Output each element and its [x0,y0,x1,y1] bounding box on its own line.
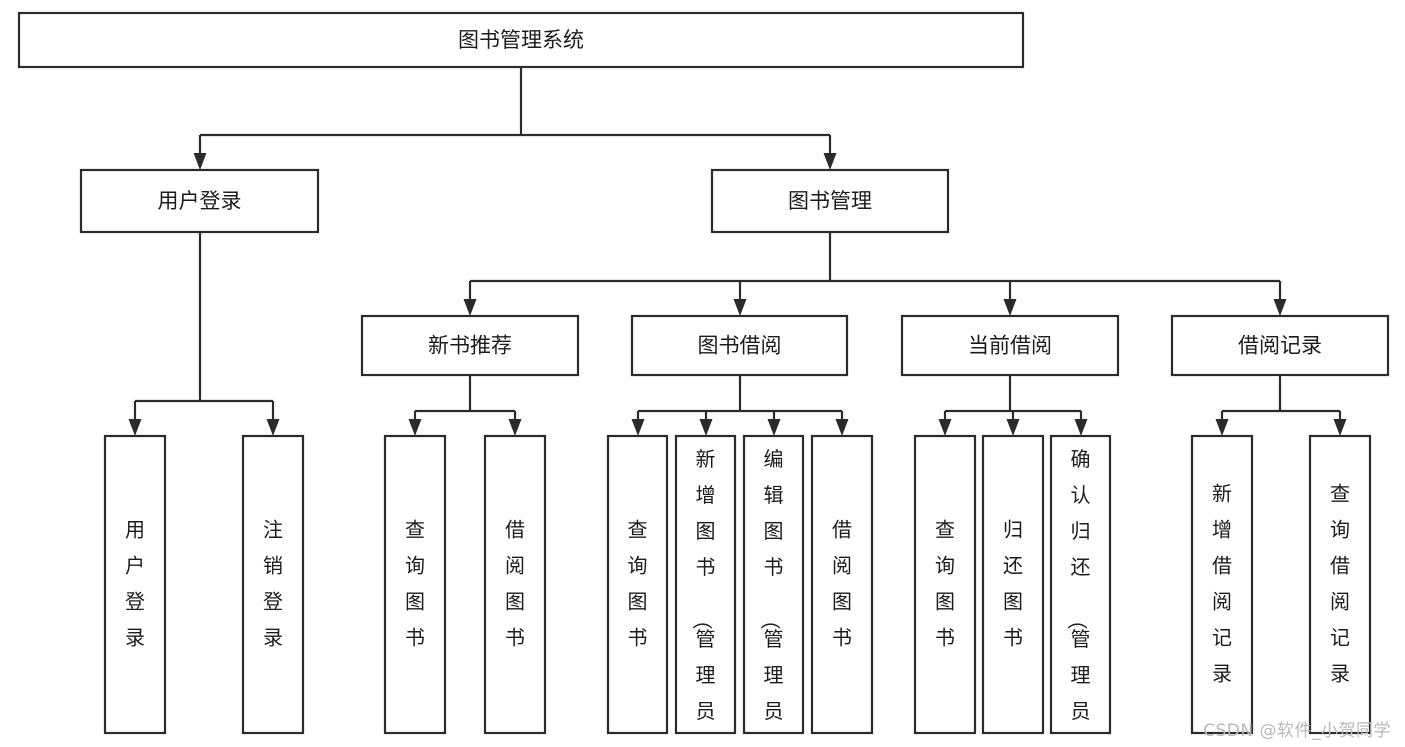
node-box-user-login[interactable] [79,168,320,234]
arrow-head-icon [1006,419,1020,436]
node-leaf-borrow-book-rec[interactable]: 借阅图书 [483,434,547,735]
connector-group-borrow-record [1215,375,1347,436]
node-label-leaf-return-book: 归还图书 [1003,517,1023,649]
node-label-leaf-add-book: 新增图书（管理员） [691,447,716,747]
node-box-new-book-rec[interactable] [360,314,580,377]
arrow-head-icon [1273,299,1287,316]
arrow-head-icon [733,299,747,316]
node-label-leaf-query-book-borrow: 查询图书 [628,517,648,649]
node-label-leaf-borrow-book-rec: 借阅图书 [505,517,525,649]
arrow-head-icon [938,419,952,436]
node-book-borrow[interactable]: 图书借阅 [630,314,849,377]
arrow-head-icon [1003,299,1017,316]
node-label-leaf-confirm-return: 确认归还（管理员） [1066,447,1091,747]
connector-group-root [193,67,837,170]
node-box-leaf-borrow-book[interactable] [810,434,874,735]
node-user-login[interactable]: 用户登录 [79,168,320,234]
node-label-borrow-record: 借阅记录 [1238,334,1322,358]
node-box-leaf-borrow-book-rec[interactable] [483,434,547,735]
arrow-head-icon [408,419,422,436]
node-current-borrow[interactable]: 当前借阅 [900,314,1120,377]
node-label-book-manage: 图书管理 [788,189,872,213]
node-box-current-borrow[interactable] [900,314,1120,377]
node-box-leaf-logout[interactable] [241,434,305,735]
node-box-leaf-user-login[interactable] [103,434,167,735]
node-root[interactable]: 图书管理系统 [17,11,1025,69]
node-label-book-borrow: 图书借阅 [698,334,782,358]
node-leaf-add-book[interactable]: 新增图书（管理员） [674,434,737,747]
connector-group-user-login [128,232,280,436]
node-leaf-query-book-cur[interactable]: 查询图书 [913,434,977,735]
node-label-current-borrow: 当前借阅 [968,334,1052,358]
node-borrow-record[interactable]: 借阅记录 [1170,314,1390,377]
node-leaf-user-login[interactable]: 用户登录 [103,434,167,735]
arrow-head-icon [767,419,781,436]
node-label-leaf-add-record: 新增借阅记录 [1212,481,1232,685]
arrow-head-icon [463,299,477,316]
arrow-head-icon [1215,419,1229,436]
node-leaf-query-book-rec[interactable]: 查询图书 [383,434,447,735]
node-label-leaf-borrow-book: 借阅图书 [832,517,852,649]
connector-group-new-book-rec [408,375,522,436]
node-label-leaf-query-book-rec: 查询图书 [405,517,425,649]
node-box-leaf-edit-book[interactable] [742,434,805,735]
node-box-leaf-confirm-return[interactable] [1049,434,1112,735]
node-label-new-book-rec: 新书推荐 [428,334,512,358]
arrow-head-icon [699,419,713,436]
node-label-leaf-query-record: 查询借阅记录 [1330,481,1350,685]
arrow-head-icon [266,419,280,436]
arrow-head-icon [1333,419,1347,436]
arrow-head-icon [128,419,142,436]
node-box-book-borrow[interactable] [630,314,849,377]
node-box-leaf-add-book[interactable] [674,434,737,735]
node-label-leaf-edit-book: 编辑图书（管理员） [759,447,784,747]
arrow-head-icon [1074,419,1088,436]
node-box-book-manage[interactable] [710,168,950,234]
connector-group-book-manage [463,232,1287,316]
arrow-head-icon [823,153,837,170]
node-label-user-login: 用户登录 [158,189,242,213]
node-label-leaf-user-login: 用户登录 [125,517,145,649]
node-leaf-borrow-book[interactable]: 借阅图书 [810,434,874,735]
arrow-head-icon [193,153,207,170]
node-leaf-add-record[interactable]: 新增借阅记录 [1190,434,1254,735]
node-label-leaf-query-book-cur: 查询图书 [935,517,955,649]
node-box-leaf-query-book-borrow[interactable] [606,434,669,735]
arrow-head-icon [631,419,645,436]
node-leaf-confirm-return[interactable]: 确认归还（管理员） [1049,434,1112,747]
node-leaf-return-book[interactable]: 归还图书 [981,434,1045,735]
arrow-head-icon [835,419,849,436]
node-box-leaf-query-book-cur[interactable] [913,434,977,735]
connector-group-current-borrow [938,375,1088,436]
node-box-root[interactable] [17,11,1025,69]
node-leaf-edit-book[interactable]: 编辑图书（管理员） [742,434,805,747]
node-label-root: 图书管理系统 [458,28,584,52]
node-book-manage[interactable]: 图书管理 [710,168,950,234]
csdn-watermark: CSDN @软件_小贺同学 [1203,721,1391,741]
connector-layer [128,67,1347,436]
connector-group-book-borrow [631,375,849,436]
node-new-book-rec[interactable]: 新书推荐 [360,314,580,377]
node-box-leaf-query-record[interactable] [1308,434,1372,735]
node-leaf-query-record[interactable]: 查询借阅记录 [1308,434,1372,735]
node-box-leaf-add-record[interactable] [1190,434,1254,735]
arrow-head-icon [508,419,522,436]
node-box-leaf-return-book[interactable] [981,434,1045,735]
node-layer: 图书管理系统用户登录图书管理新书推荐图书借阅当前借阅借阅记录用户登录注销登录查询… [17,11,1390,747]
node-leaf-logout[interactable]: 注销登录 [241,434,305,735]
node-leaf-query-book-borrow[interactable]: 查询图书 [606,434,669,735]
node-box-leaf-query-book-rec[interactable] [383,434,447,735]
node-box-borrow-record[interactable] [1170,314,1390,377]
node-label-leaf-logout: 注销登录 [263,517,283,649]
